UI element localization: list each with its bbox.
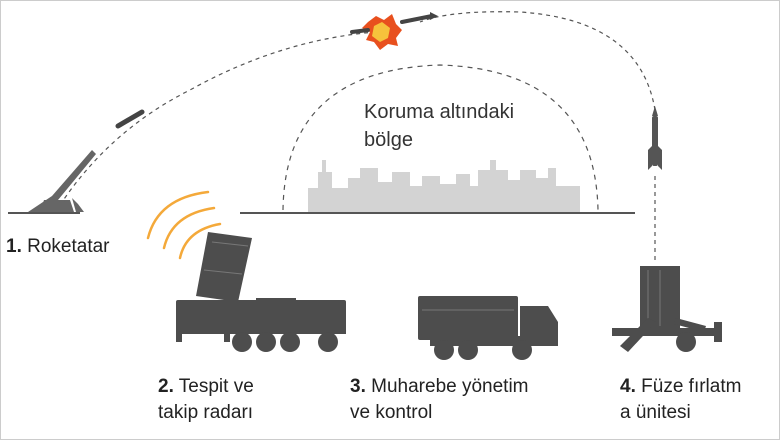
label-radar: 2. Tespit ve takip radarı (158, 374, 254, 426)
interceptor-trajectory (419, 11, 656, 260)
label-radar-line2: takip radarı (158, 402, 254, 423)
incoming-rocket-icon (115, 109, 145, 129)
label-launcher-line1: Füze fırlatm (641, 376, 742, 397)
label-rocket-launcher: 1. Roketatar (6, 234, 110, 260)
city-skyline (308, 160, 580, 212)
label-launcher-number: 4. (620, 376, 636, 397)
command-truck-icon (418, 296, 558, 360)
label-command-line2: ve kontrol (350, 402, 433, 423)
radar-waves-icon (146, 190, 222, 260)
protected-zone-line2: bölge (364, 129, 413, 151)
missile-launcher-icon (612, 266, 722, 352)
explosion-icon (350, 12, 438, 50)
rocket-launcher-icon (28, 150, 96, 212)
rocket-trajectory (59, 31, 376, 206)
protected-zone-label: Koruma altındaki bölge (364, 98, 514, 154)
label-command-line1: Muharebe yönetim (371, 376, 529, 397)
label-command: 3. Muharebe yönetim ve kontrol (350, 374, 529, 426)
interceptor-missile-icon (648, 106, 662, 170)
label-radar-number: 2. (158, 376, 174, 397)
label-radar-line1: Tespit ve (178, 376, 254, 397)
label-rocket-launcher-number: 1. (6, 236, 22, 257)
label-command-number: 3. (350, 376, 366, 397)
label-launcher-line2: a ünitesi (620, 402, 691, 423)
label-launcher: 4. Füze fırlatm a ünitesi (620, 374, 741, 426)
label-rocket-launcher-text: Roketatar (27, 236, 110, 257)
radar-truck-icon (176, 232, 346, 352)
protected-zone-dome (282, 64, 599, 211)
protected-zone-line1: Koruma altındaki (364, 101, 515, 123)
